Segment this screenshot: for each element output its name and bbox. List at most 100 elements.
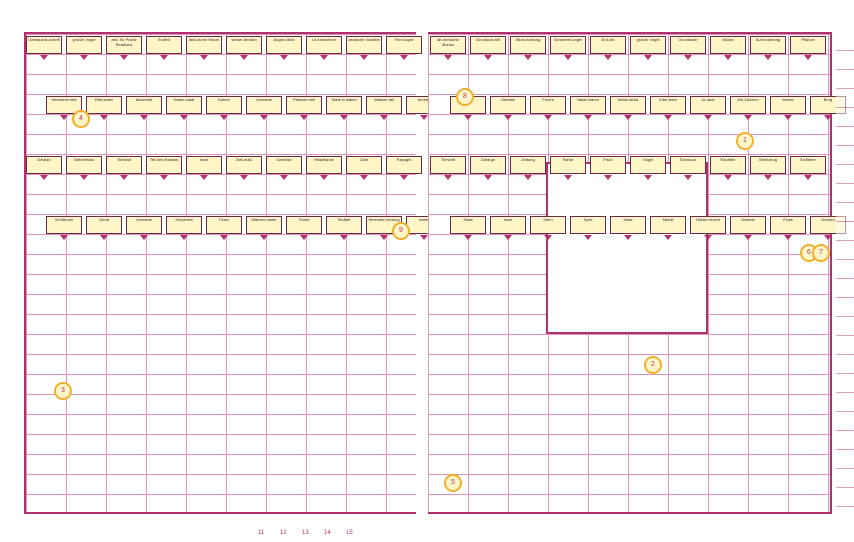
clue-box: steuer-ähnlich bbox=[226, 36, 262, 54]
clue-arrow-icon bbox=[824, 235, 832, 240]
clue-arrow-icon bbox=[100, 235, 108, 240]
solution-marker-icon: 4 bbox=[72, 110, 90, 128]
clue-box: Nebenfluss bbox=[66, 156, 102, 174]
clue-box: Werkzeug bbox=[750, 156, 786, 174]
clue-box: Tonart bbox=[286, 216, 322, 234]
clue-box: Hafen-stadt bbox=[166, 96, 202, 114]
clue-arrow-icon bbox=[160, 55, 168, 60]
clue-arrow-icon bbox=[120, 175, 128, 180]
column-number: 11 bbox=[258, 530, 265, 536]
clue-arrow-icon bbox=[704, 115, 712, 120]
clue-box: deutsche Vorsilbe bbox=[346, 36, 382, 54]
clue-arrow-icon bbox=[804, 55, 812, 60]
clue-arrow-icon bbox=[464, 235, 472, 240]
clue-arrow-icon bbox=[60, 235, 68, 240]
clue-box: Tierkind bbox=[106, 156, 142, 174]
column-number: 14 bbox=[324, 530, 331, 536]
clue-box: Fisch bbox=[590, 156, 626, 174]
clue-arrow-icon bbox=[744, 235, 752, 240]
clue-arrow-icon bbox=[524, 55, 532, 60]
clue-arrow-icon bbox=[724, 55, 732, 60]
clue-arrow-icon bbox=[504, 235, 512, 240]
clue-box: Gewürz bbox=[26, 156, 62, 174]
clue-arrow-icon bbox=[484, 55, 492, 60]
clue-arrow-icon bbox=[40, 55, 48, 60]
clue-box: Metall bbox=[650, 216, 686, 234]
clue-arrow-icon bbox=[420, 115, 428, 120]
clue-box: Frucht bbox=[530, 96, 566, 114]
clue-box: Ur-einwohner bbox=[306, 36, 342, 54]
solution-marker-icon: 1 bbox=[736, 132, 754, 150]
clue-arrow-icon bbox=[444, 55, 452, 60]
clue-arrow-icon bbox=[624, 235, 632, 240]
clue-arrow-icon bbox=[360, 55, 368, 60]
clue-arrow-icon bbox=[80, 175, 88, 180]
clue-box: abk. für Public Relations bbox=[106, 36, 142, 54]
clue-arrow-icon bbox=[220, 115, 228, 120]
clue-box: Pflanzen-teil bbox=[286, 96, 322, 114]
clue-arrow-icon bbox=[160, 175, 168, 180]
clue-arrow-icon bbox=[220, 235, 228, 240]
clue-box: Edel-stein bbox=[650, 96, 686, 114]
clue-box: Musik-stück bbox=[610, 96, 646, 114]
clue-arrow-icon bbox=[724, 175, 732, 180]
clue-box: Ge-bäude-teil bbox=[470, 36, 506, 54]
clue-box: Gebirge bbox=[470, 156, 506, 174]
clue-box: Zeitung bbox=[510, 156, 546, 174]
clue-arrow-icon bbox=[604, 175, 612, 180]
clue-arrow-icon bbox=[180, 235, 188, 240]
clue-box: Wasser-fall bbox=[366, 96, 402, 114]
clue-arrow-icon bbox=[584, 235, 592, 240]
clue-arrow-icon bbox=[644, 55, 652, 60]
clue-box: Ge-wässer bbox=[670, 36, 706, 54]
clue-box: Raubtier bbox=[710, 156, 746, 174]
solution-marker-icon: 2 bbox=[644, 356, 662, 374]
clue-arrow-icon bbox=[260, 115, 268, 120]
clue-arrow-icon bbox=[180, 115, 188, 120]
clue-box: Insel bbox=[490, 216, 526, 234]
clue-box: Erdfarbe bbox=[790, 156, 826, 174]
clue-box: Fluss bbox=[770, 216, 806, 234]
clue-arrow-icon bbox=[584, 115, 592, 120]
clue-box: Augen-blick bbox=[266, 36, 302, 54]
solution-marker-icon: 3 bbox=[54, 382, 72, 400]
clue-box: Kamm bbox=[206, 96, 242, 114]
clue-arrow-icon bbox=[320, 55, 328, 60]
clue-box: Wüste bbox=[710, 36, 746, 54]
clue-box: alt-römische Münze bbox=[430, 36, 466, 54]
column-number: 13 bbox=[302, 530, 309, 536]
clue-arrow-icon bbox=[804, 175, 812, 180]
clue-arrow-icon bbox=[684, 55, 692, 60]
clue-arrow-icon bbox=[744, 115, 752, 120]
clue-arrow-icon bbox=[704, 235, 712, 240]
clue-arrow-icon bbox=[764, 175, 772, 180]
clue-arrow-icon bbox=[564, 175, 572, 180]
clue-arrow-icon bbox=[684, 175, 692, 180]
clue-arrow-icon bbox=[524, 175, 532, 180]
clue-arrow-icon bbox=[624, 115, 632, 120]
clue-box: Schwimm-vogel bbox=[550, 36, 586, 54]
clue-arrow-icon bbox=[140, 115, 148, 120]
clue-arrow-icon bbox=[484, 175, 492, 180]
clue-arrow-icon bbox=[784, 235, 792, 240]
clue-arrow-icon bbox=[784, 115, 792, 120]
clue-arrow-icon bbox=[564, 55, 572, 60]
clue-box: Vogel bbox=[630, 156, 666, 174]
clue-arrow-icon bbox=[444, 175, 452, 180]
clue-box: Nadel-baum bbox=[570, 96, 606, 114]
clue-box: Stoffart bbox=[326, 216, 362, 234]
clue-arrow-icon bbox=[544, 115, 552, 120]
clue-arrow-icon bbox=[544, 235, 552, 240]
clue-arrow-icon bbox=[504, 115, 512, 120]
clue-arrow-icon bbox=[464, 115, 472, 120]
clue-box: großer Vogel bbox=[630, 36, 666, 54]
clue-arrow-icon bbox=[280, 175, 288, 180]
clue-box: Pflanze bbox=[790, 36, 826, 54]
clue-box: Herrscher-titel bbox=[46, 96, 82, 114]
clue-box: Fluss bbox=[206, 216, 242, 234]
clue-arrow-icon bbox=[300, 235, 308, 240]
clue-box: Schmuck bbox=[670, 156, 706, 174]
clue-box: länd-licher Raum bbox=[186, 36, 222, 54]
clue-box: Farbe bbox=[550, 156, 586, 174]
